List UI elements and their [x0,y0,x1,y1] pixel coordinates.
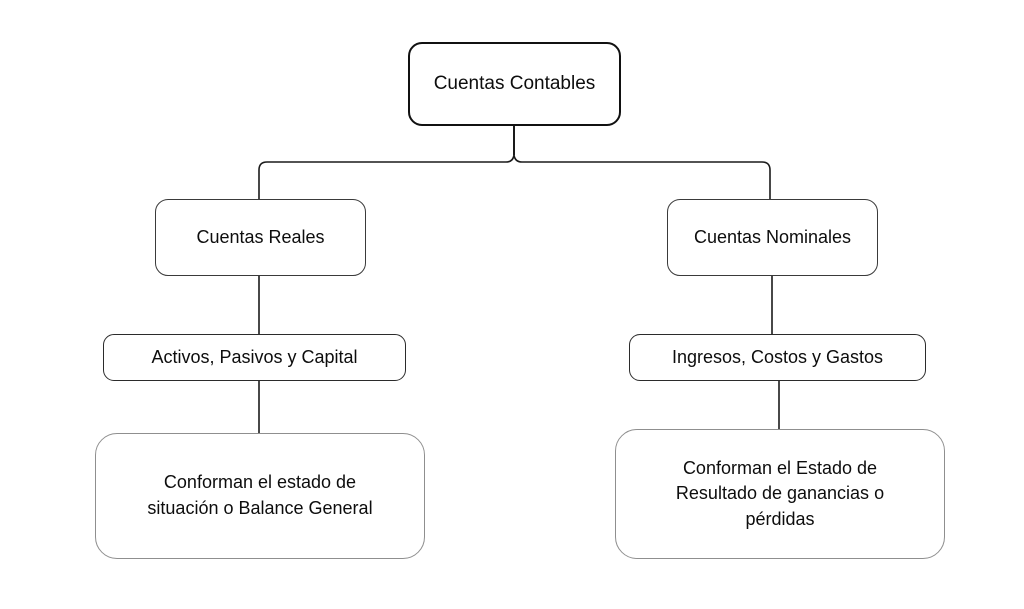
node-cuentas-nominales-label: Cuentas Nominales [693,226,852,247]
node-cuentas-reales-label: Cuentas Reales [196,226,325,247]
node-cuentas-nominales[interactable]: Cuentas Nominales [667,199,878,276]
node-estado-resultado[interactable]: Conforman el Estado de Resultado de gana… [615,429,945,559]
node-ingresos-costos-gastos[interactable]: Ingresos, Costos y Gastos [629,334,926,381]
connector-split-bracket [258,154,771,199]
node-balance-general-label: Conforman el estado de situación o Balan… [147,472,373,518]
node-cuentas-reales[interactable]: Cuentas Reales [155,199,366,276]
node-root[interactable]: Cuentas Contables [408,42,621,126]
node-ingresos-costos-gastos-label: Ingresos, Costos y Gastos [671,346,884,367]
node-balance-general[interactable]: Conforman el estado de situación o Balan… [95,433,425,559]
node-estado-resultado-label: Conforman el Estado de Resultado de gana… [675,457,885,529]
node-root-label: Cuentas Contables [433,72,596,94]
node-activos-pasivos-capital-label: Activos, Pasivos y Capital [151,346,358,367]
node-activos-pasivos-capital[interactable]: Activos, Pasivos y Capital [103,334,406,381]
